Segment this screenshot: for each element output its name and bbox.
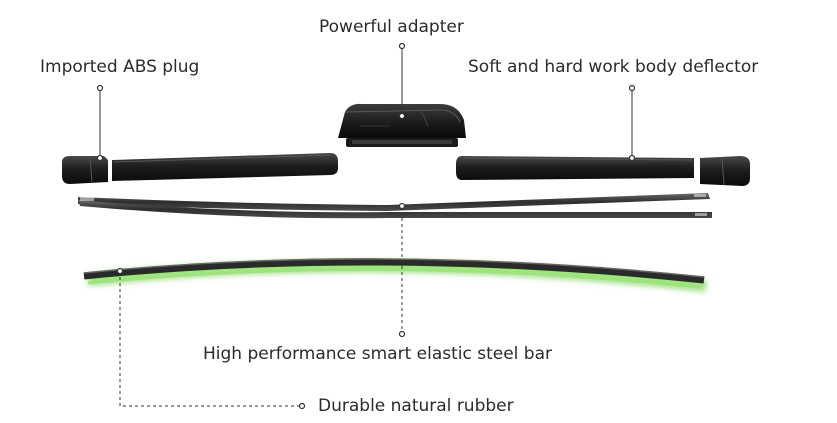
label-powerful-adapter: Powerful adapter bbox=[319, 17, 464, 37]
label-imported-abs-plug: Imported ABS plug bbox=[40, 57, 200, 77]
left-abs-plug bbox=[62, 156, 108, 184]
plug-marker-top bbox=[96, 84, 104, 92]
adapter-marker-top bbox=[398, 42, 406, 50]
adapter-marker-bottom bbox=[398, 112, 406, 120]
left-deflector bbox=[112, 153, 338, 181]
leader-lines bbox=[99, 46, 633, 407]
adapter-part bbox=[338, 103, 466, 147]
leader-markers bbox=[96, 42, 636, 410]
elastic-steel-bar bbox=[78, 193, 712, 219]
label-natural-rubber: Durable natural rubber bbox=[318, 396, 514, 416]
label-elastic-steel-bar: High performance smart elastic steel bar bbox=[203, 344, 553, 364]
rubber-marker-start bbox=[116, 267, 124, 275]
steel-marker-top bbox=[398, 202, 406, 210]
deflector-marker-bottom bbox=[628, 154, 636, 162]
right-abs-plug bbox=[700, 156, 750, 186]
deflector-marker-top bbox=[628, 84, 636, 92]
label-body-deflector: Soft and hard work body deflector bbox=[468, 57, 759, 77]
natural-rubber-strip bbox=[83, 258, 707, 292]
steel-marker-bottom bbox=[398, 330, 406, 338]
right-deflector bbox=[456, 156, 694, 180]
plug-marker-bottom bbox=[96, 154, 104, 162]
rubber-marker-end bbox=[298, 402, 306, 410]
